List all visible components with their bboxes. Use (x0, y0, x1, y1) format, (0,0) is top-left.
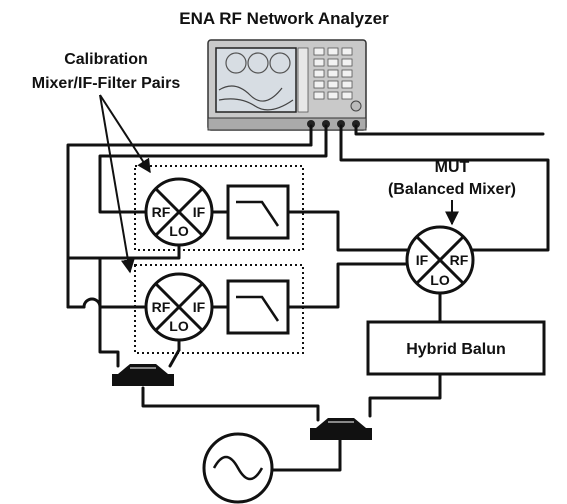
network-analyzer-icon (207, 39, 367, 131)
mixer-2-lo-label: LO (169, 318, 189, 334)
mut-balanced-mixer: IF RF LO (405, 225, 475, 295)
calibration-mixer-1: RF IF LO (144, 177, 214, 247)
calibration-pair-2-box (134, 264, 304, 354)
mixer-1-if-label: IF (193, 204, 206, 220)
hybrid-balun-label: Hybrid Balun (406, 341, 506, 358)
calibration-mixer-2: RF IF LO (144, 272, 214, 342)
mixer-1-rf-label: RF (152, 204, 171, 220)
power-splitter-2-icon (310, 418, 372, 440)
mut-label-line2: (Balanced Mixer) (388, 181, 516, 198)
mixer-2-rf-label: RF (152, 299, 171, 315)
if-filter-1-icon (226, 184, 290, 240)
power-splitter-1-icon (112, 364, 174, 386)
hybrid-balun-box: Hybrid Balun (366, 320, 546, 376)
calibration-label-line2: Mixer/IF-Filter Pairs (32, 75, 181, 92)
cable-wiring (66, 124, 550, 472)
mut-if-label: IF (416, 252, 429, 268)
mut-rf-label: RF (450, 252, 469, 268)
calibration-arrows (99, 94, 151, 274)
mixer-1-lo-label: LO (169, 223, 189, 239)
signal-source-icon (202, 432, 274, 504)
instrument-title: ENA RF Network Analyzer (179, 9, 389, 28)
if-filter-2-icon (226, 279, 290, 335)
mixer-2-if-label: IF (193, 299, 206, 315)
mut-label-line1: MUT (435, 159, 470, 176)
mut-lo-label: LO (430, 272, 450, 288)
calibration-label-line1: Calibration (64, 51, 148, 68)
calibration-pair-1-box (134, 165, 304, 251)
